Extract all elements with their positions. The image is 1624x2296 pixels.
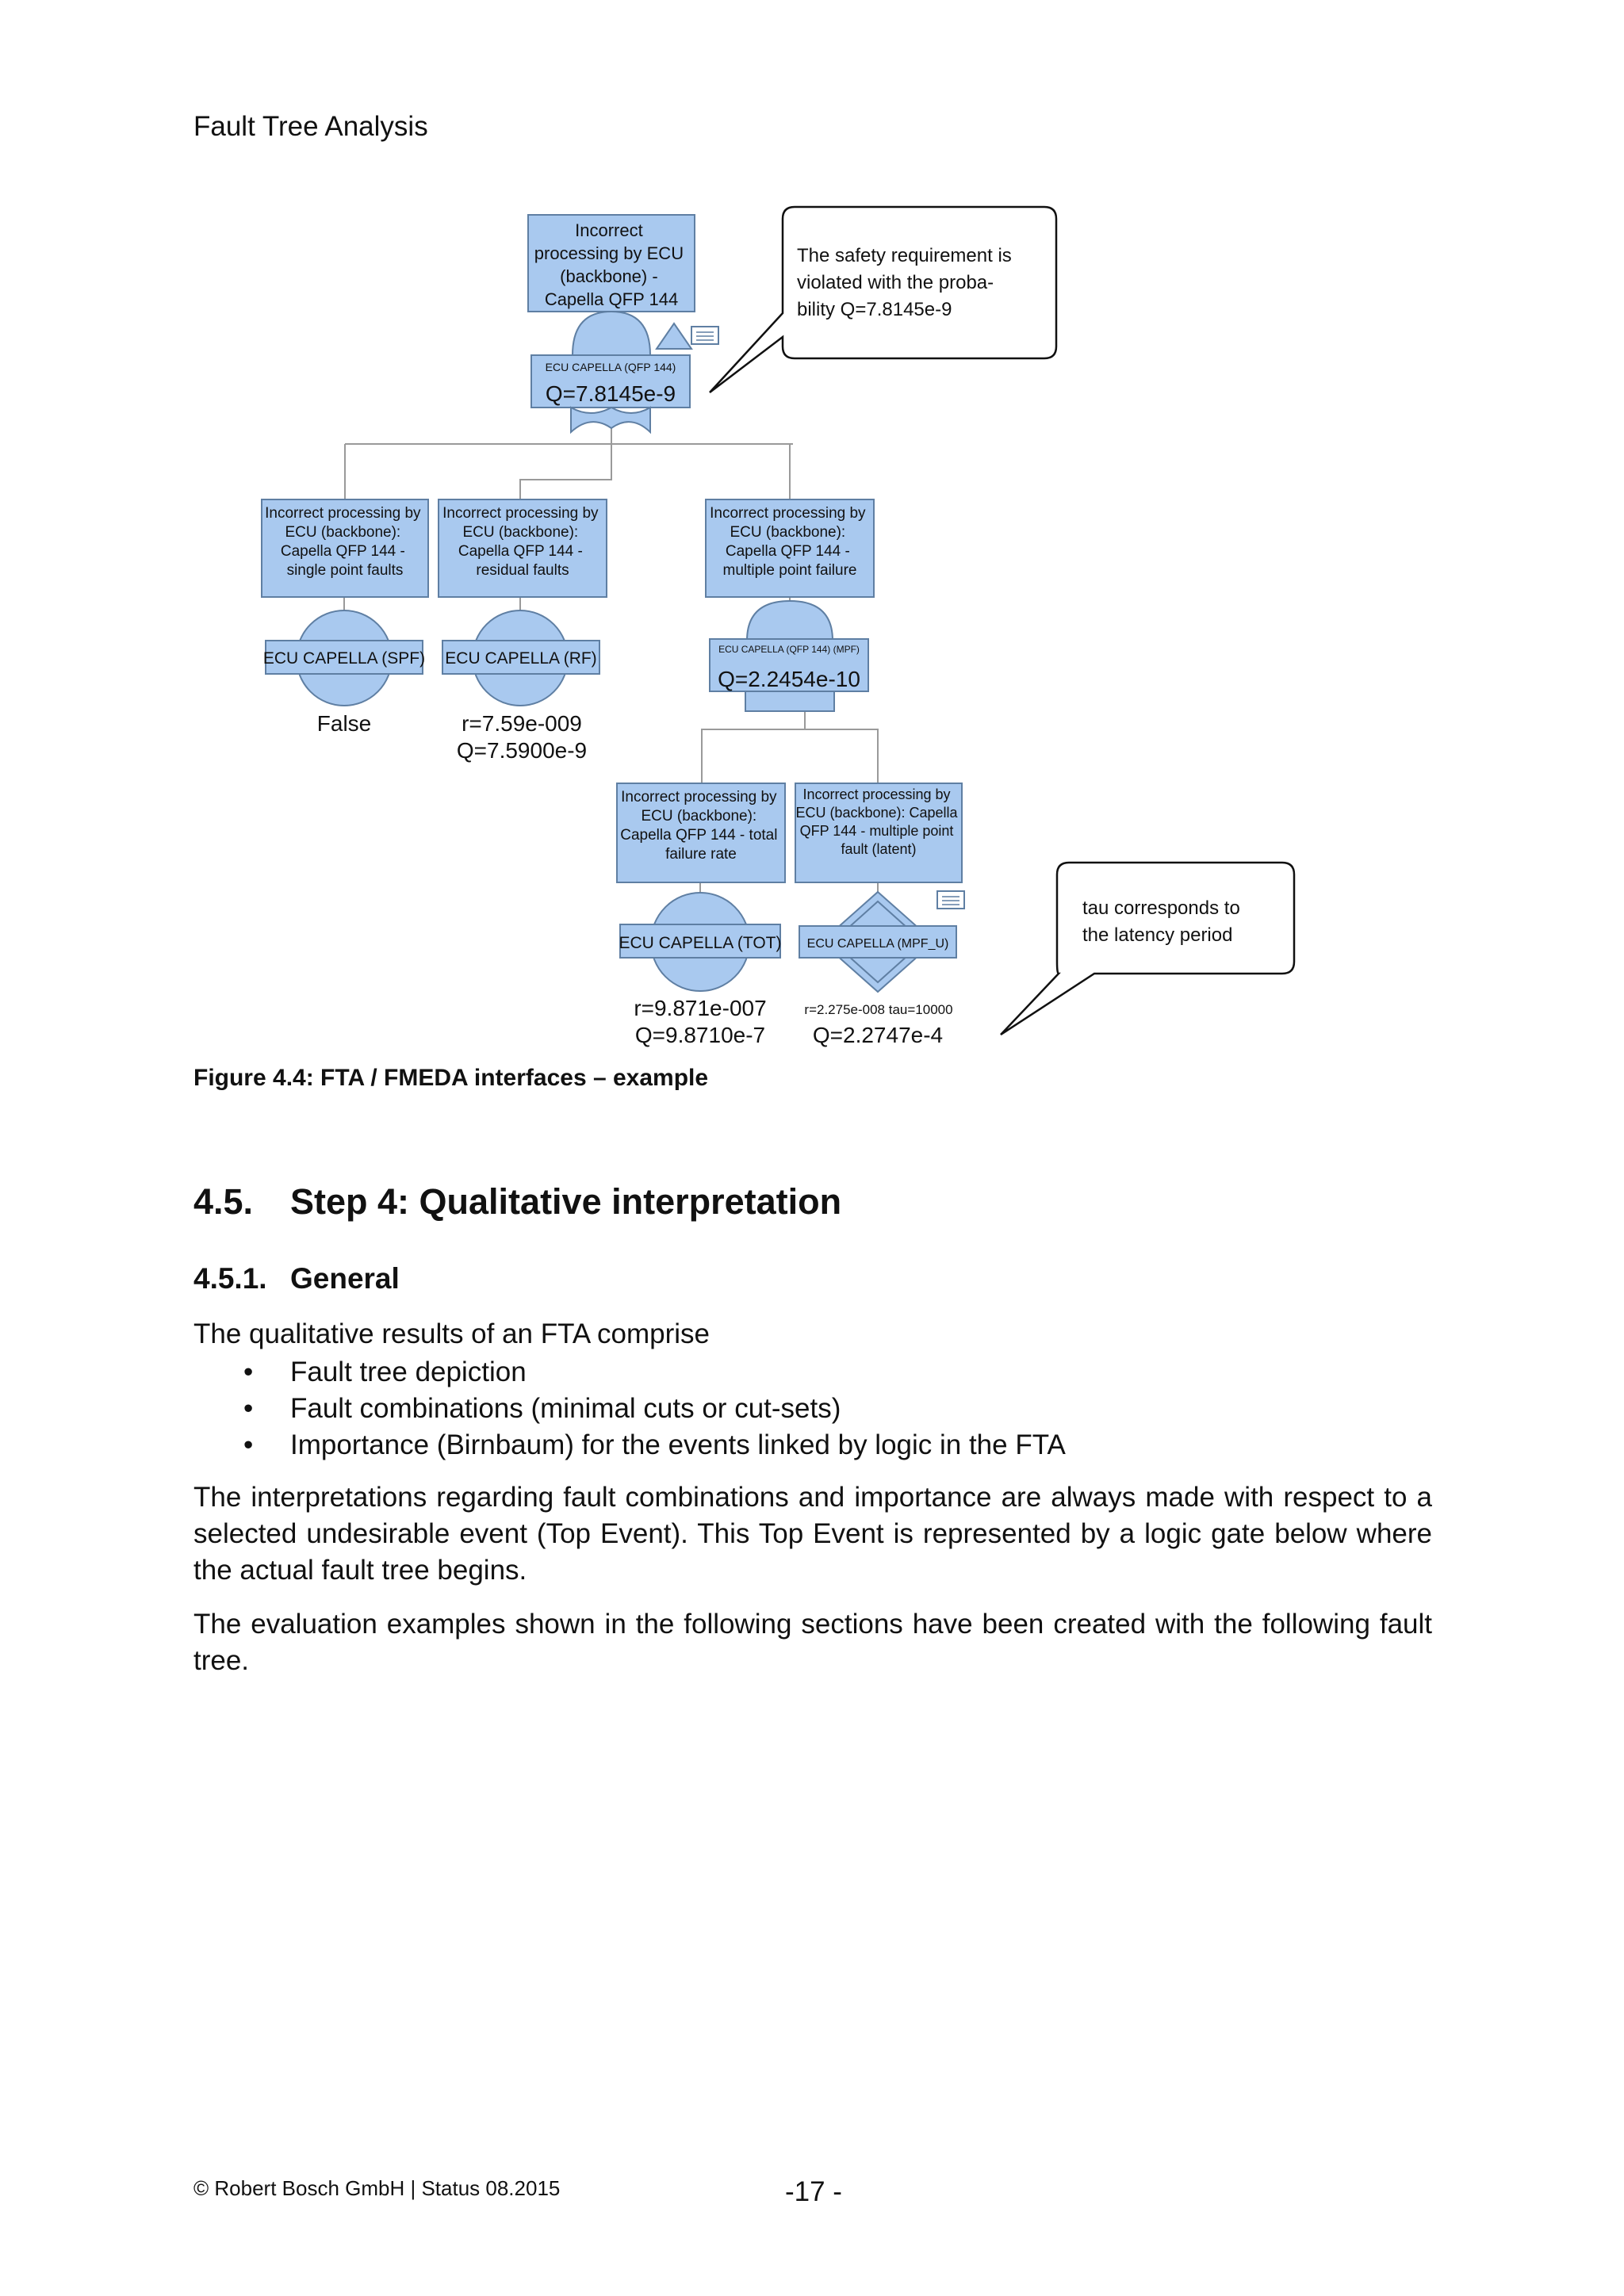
rf-rate: r=7.59e-009 [462, 711, 582, 736]
section-heading: 4.5. Step 4: Qualitative interpretation [193, 1181, 841, 1223]
footer-copyright: © Robert Bosch GmbH | Status 08.2015 [193, 2176, 561, 2200]
rf-box [438, 499, 607, 598]
rf-text: Incorrect processing by ECU (backbone): … [442, 505, 603, 579]
bullet-list: •Fault tree depiction •Fault combination… [193, 1354, 1066, 1464]
top-or-gate-shape [571, 310, 652, 356]
mpf-and-gate-connector [745, 691, 835, 712]
paragraph-interpretation: The interpretations regarding fault comb… [193, 1482, 1432, 1586]
top-event-box [527, 214, 695, 312]
note-icon [691, 326, 719, 345]
callout-top: The safety requirement is violated with … [709, 205, 1058, 393]
bullet-symbol: • [243, 1429, 254, 1460]
mpf-or-gate-shape [745, 599, 834, 641]
mpf-u-box [795, 783, 963, 883]
mpf-box [705, 499, 875, 598]
or-gate-bottom [570, 406, 651, 434]
tot-text: Incorrect processing by ECU (backbone): … [620, 789, 781, 863]
mpf-u-note-icon [936, 890, 965, 909]
callout-tau-text: tau corresponds to the latency period [1082, 897, 1245, 946]
mpf-gate-id: ECU CAPELLA (QFP 144) (MPF) [718, 644, 860, 655]
top-probability: Q=7.8145e-9 [546, 381, 676, 406]
mpf-text: Incorrect processing by ECU (backbone): … [710, 505, 870, 579]
mpf-u-text: Incorrect processing by ECU (backbone): … [795, 786, 961, 857]
rf-event-box [442, 640, 600, 675]
mpf-probability: Q=2.2454e-10 [718, 667, 860, 691]
top-event-text: Incorrect processing by ECU (backbone) -… [534, 220, 688, 309]
callout-tau: tau corresponds to the latency period [1000, 861, 1296, 1036]
top-transfer-triangle [655, 322, 693, 350]
tot-probability: Q=9.8710e-7 [635, 1023, 765, 1047]
tot-box [616, 783, 786, 883]
spf-event-id: ECU CAPELLA (SPF) [263, 649, 425, 668]
rf-event-id: ECU CAPELLA (RF) [445, 649, 596, 668]
mpf-u-branch: Incorrect processing by ECU (backbone): … [795, 783, 965, 1047]
spf-box [261, 499, 429, 598]
rf-probability: Q=7.5900e-9 [457, 738, 587, 763]
mpf-u-event-box [799, 925, 957, 959]
spf-event-box [265, 640, 423, 675]
mpf-u-rate: r=2.275e-008 tau=10000 [804, 1002, 952, 1017]
mpf-u-probability: Q=2.2747e-4 [813, 1023, 943, 1047]
spf-text: Incorrect processing by ECU (backbone): … [265, 505, 425, 579]
figure-caption: Figure 4.4: FTA / FMEDA interfaces – exa… [193, 1065, 709, 1091]
page-number: -17 - [785, 2176, 842, 2207]
tot-event-box [619, 924, 781, 959]
list-item: •Importance (Birnbaum) for the events li… [193, 1427, 1066, 1464]
subsection-title: General [290, 1262, 400, 1295]
bullet-symbol: • [243, 1357, 254, 1387]
section-title: Step 4: Qualitative interpretation [290, 1181, 842, 1222]
list-item: •Fault tree depiction [193, 1354, 1066, 1391]
callout-top-text: The safety requirement is violated with … [797, 245, 1017, 320]
top-gate-box [530, 354, 691, 408]
mpf-gate-box [709, 638, 869, 692]
spf-branch: Incorrect processing by ECU (backbone): … [261, 499, 429, 736]
spf-value: False [317, 711, 371, 736]
tot-branch: Incorrect processing by ECU (backbone): … [616, 783, 786, 1047]
rf-branch: Incorrect processing by ECU (backbone): … [438, 499, 607, 763]
paragraph-evaluation: The evaluation examples shown in the fol… [193, 1609, 1432, 1676]
top-gate-id: ECU CAPELLA (QFP 144) [546, 361, 676, 373]
subsection-heading: 4.5.1. General [193, 1262, 400, 1295]
intro-paragraph: The qualitative results of an FTA compri… [193, 1318, 710, 1349]
mpf-u-event-id: ECU CAPELLA (MPF_U) [807, 937, 949, 951]
bullet-symbol: • [243, 1393, 254, 1424]
subsection-number: 4.5.1. [193, 1262, 267, 1295]
running-header: Fault Tree Analysis [193, 111, 428, 142]
top-event: Incorrect processing by ECU (backbone) -… [527, 214, 719, 434]
list-item: •Fault combinations (minimal cuts or cut… [193, 1391, 1066, 1427]
tot-rate: r=9.871e-007 [634, 996, 766, 1020]
tot-event-id: ECU CAPELLA (TOT) [619, 934, 782, 952]
section-number: 4.5. [193, 1181, 254, 1222]
mpf-branch: Incorrect processing by ECU (backbone): … [705, 499, 875, 712]
fta-figure: Incorrect processing by ECU (backbone) -… [261, 205, 1296, 1047]
